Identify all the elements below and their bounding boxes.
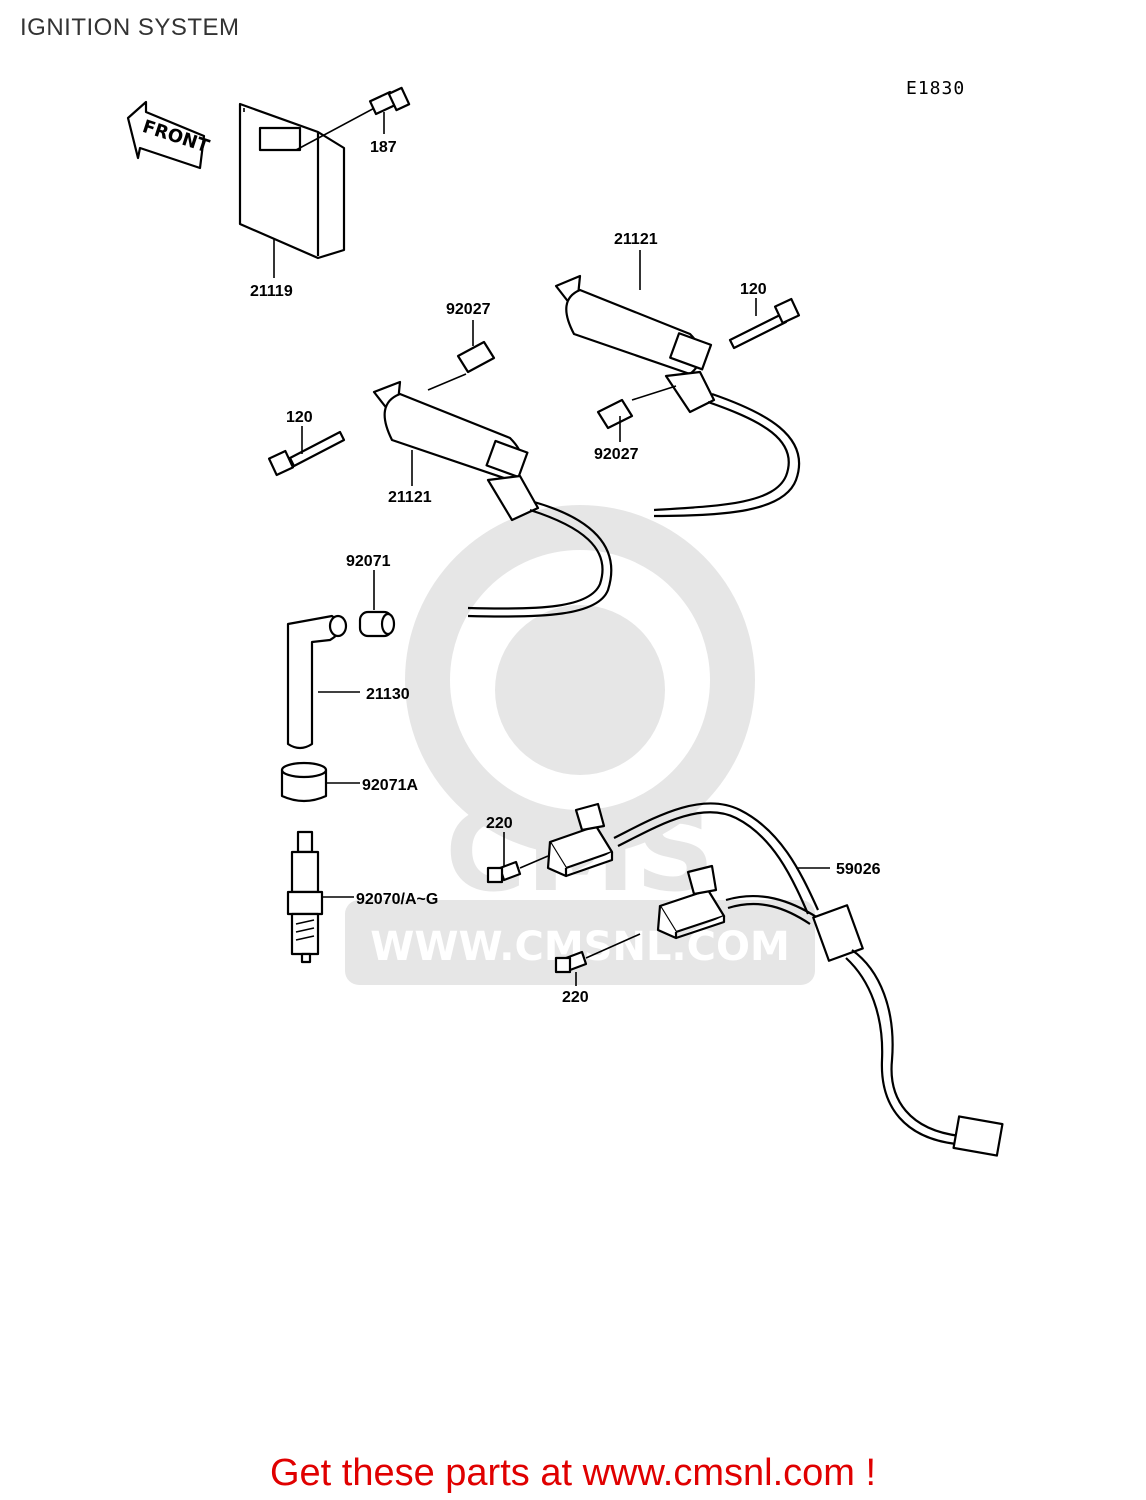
- cta-banner: Get these parts at www.cmsnl.com !: [269, 1452, 877, 1494]
- coil-bolt-rear: [728, 297, 801, 350]
- plug-cap-seal: [280, 761, 328, 803]
- wiring-harness: [613, 802, 1004, 1157]
- front-arrow: FRONT: [126, 100, 212, 170]
- ignition-coil-rear: [554, 274, 801, 518]
- coil-spacer-rear: [596, 385, 677, 430]
- label-120-left: 120: [286, 409, 313, 426]
- label-21119: 21119: [250, 283, 293, 300]
- label-21121-bottom: 21121: [388, 489, 432, 506]
- label-92070: 92070/A~G: [356, 891, 438, 908]
- plug-cap-grommet: [358, 610, 396, 638]
- label-120-right: 120: [740, 281, 767, 298]
- label-92071: 92071: [346, 553, 391, 570]
- spark-plug: [286, 830, 324, 964]
- pickup-screws: [486, 855, 641, 974]
- label-220-bottom: 220: [562, 989, 589, 1006]
- coil-bolt-front: [267, 430, 346, 477]
- igniter-screw: [295, 86, 411, 151]
- pickup-coil-upper: [546, 802, 614, 878]
- diagram-code: E1830: [906, 78, 966, 99]
- exploded-parts-diagram: CMS WWW.CMSNL.COM FRONT: [126, 86, 1004, 1157]
- label-59026: 59026: [836, 861, 881, 878]
- label-187: 187: [370, 139, 397, 156]
- label-92027-right: 92027: [594, 446, 639, 463]
- leader-lines: [273, 112, 830, 986]
- ignition-coil-front: [372, 380, 613, 618]
- label-21121-top: 21121: [614, 231, 658, 248]
- label-92071A: 92071A: [362, 777, 418, 794]
- igniter-unit: [238, 102, 346, 260]
- label-21130: 21130: [366, 686, 410, 703]
- label-220-top: 220: [486, 815, 513, 832]
- spark-plug-cap: [286, 614, 348, 750]
- page-title: IGNITION SYSTEM: [20, 14, 240, 41]
- label-92027-left: 92027: [446, 301, 491, 318]
- watermark: CMS WWW.CMSNL.COM: [345, 505, 815, 985]
- pickup-coil-lower: [656, 864, 726, 940]
- coil-spacer-front: [427, 340, 496, 391]
